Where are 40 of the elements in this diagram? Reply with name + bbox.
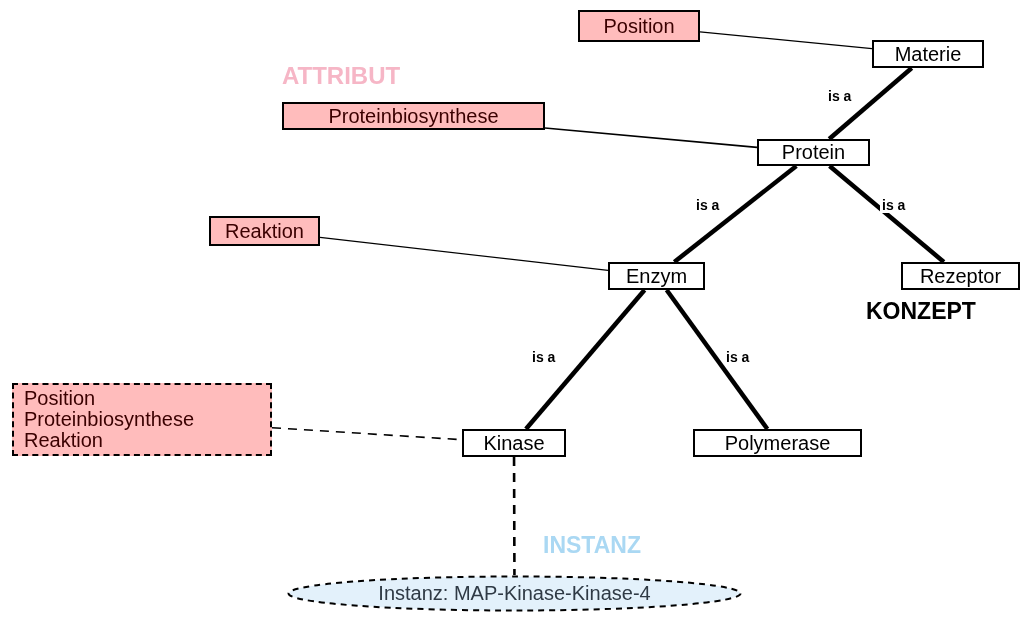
concept-name: Polymerase bbox=[724, 432, 831, 454]
dashed-connector bbox=[512, 457, 516, 575]
attribute-box bbox=[209, 216, 320, 246]
concept-box bbox=[757, 139, 870, 166]
edge-label: is a bbox=[880, 197, 908, 213]
concept-box bbox=[901, 262, 1020, 290]
attribute-box bbox=[578, 10, 700, 42]
attribute-name: Position bbox=[603, 15, 675, 37]
attribute-name: Reaktion bbox=[24, 430, 103, 451]
inherited-attributes-box bbox=[12, 383, 272, 456]
is-a-line bbox=[672, 164, 798, 264]
attribute-name: Proteinbiosynthese bbox=[24, 409, 195, 430]
section-heading: KONZEPT bbox=[866, 298, 976, 325]
instance-name: Instanz: MAP-Kinase-Kinase-4 bbox=[378, 583, 651, 604]
leader-line bbox=[544, 127, 758, 149]
is-a-line bbox=[827, 66, 914, 141]
attribute-name: Reaktion bbox=[225, 220, 304, 242]
edge-label: is a bbox=[530, 349, 558, 365]
attribute-box bbox=[282, 102, 545, 130]
concept-name: Materie bbox=[894, 43, 962, 65]
is-a-line bbox=[828, 164, 946, 264]
concept-box bbox=[608, 262, 705, 290]
edge-label: is a bbox=[724, 349, 752, 365]
section-heading: ATTRIBUT bbox=[282, 62, 401, 90]
attribute-name: Proteinbiosynthese bbox=[328, 105, 499, 127]
concept-box bbox=[462, 429, 566, 457]
edge-label: is a bbox=[826, 88, 854, 104]
concept-name: Enzym bbox=[625, 265, 688, 287]
is-a-line bbox=[524, 288, 647, 431]
concept-name: Rezeptor bbox=[919, 265, 1002, 287]
edge-label: is a bbox=[694, 197, 722, 213]
concept-box bbox=[693, 429, 862, 457]
concept-name: Kinase bbox=[483, 432, 545, 454]
is-a-line bbox=[664, 288, 770, 431]
attribute-name: Position bbox=[24, 388, 96, 409]
leader-line bbox=[319, 236, 609, 272]
concept-name: Protein bbox=[781, 142, 846, 163]
section-heading: INSTANZ bbox=[543, 532, 641, 559]
concept-box bbox=[872, 40, 984, 68]
leader-line bbox=[699, 31, 873, 50]
